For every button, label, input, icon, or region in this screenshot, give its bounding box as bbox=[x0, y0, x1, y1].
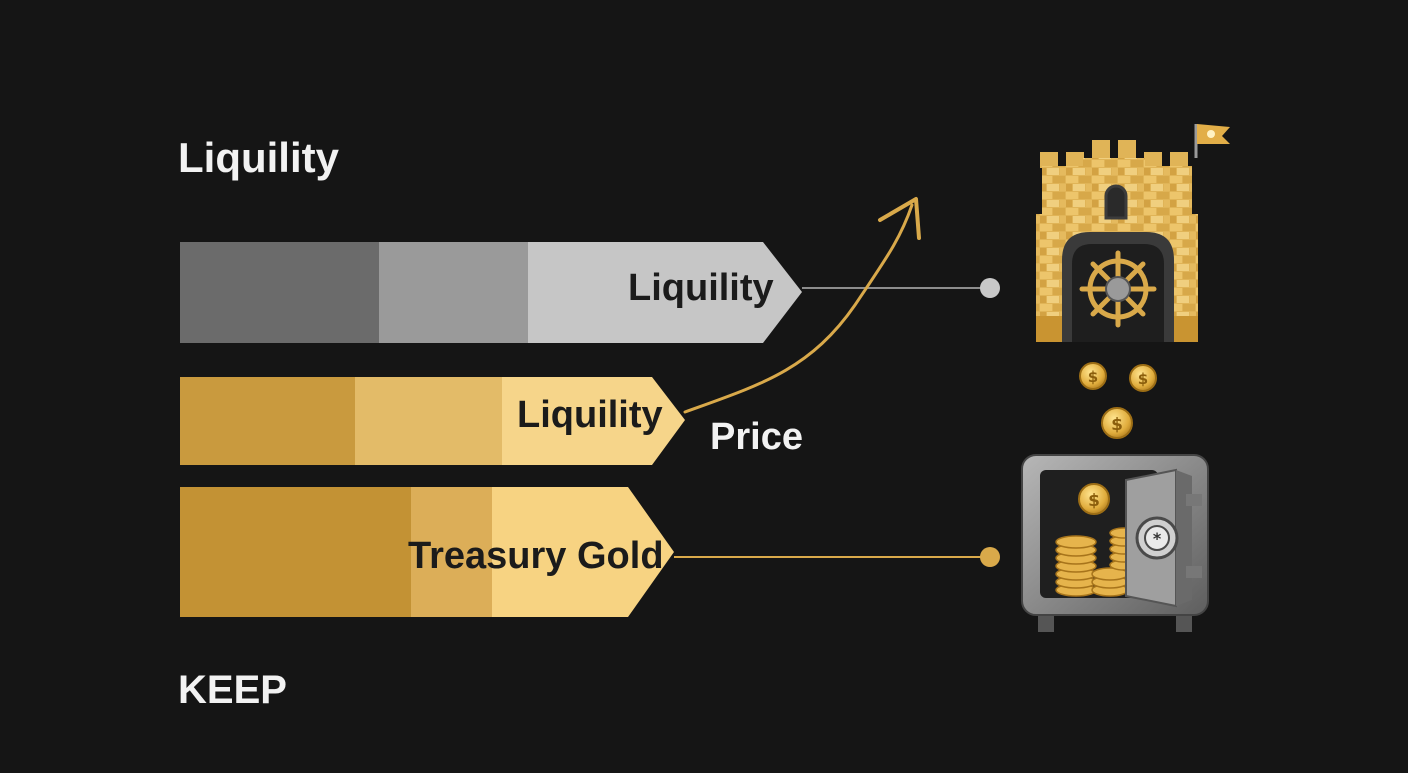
bar-1-mid bbox=[378, 242, 528, 343]
bar-2-tip bbox=[501, 377, 685, 465]
bar-3-label: Treasury Gold bbox=[408, 535, 664, 577]
svg-text:$: $ bbox=[1111, 415, 1123, 435]
svg-text:$: $ bbox=[1138, 370, 1148, 388]
bar-2-mid bbox=[354, 377, 502, 465]
gold-coin-icon: $ bbox=[1129, 364, 1157, 392]
gold-coin-icon: $ bbox=[1079, 362, 1107, 390]
price-label: Price bbox=[710, 416, 803, 458]
bar-3-tip bbox=[491, 487, 674, 617]
open-safe-icon: $ bbox=[1021, 454, 1209, 632]
heading-top: Liquility bbox=[178, 134, 339, 181]
svg-text:$: $ bbox=[1088, 491, 1100, 511]
bar-3-base bbox=[180, 487, 411, 617]
arrow-head bbox=[878, 197, 921, 240]
flag-icon bbox=[1194, 124, 1230, 158]
gold-coin-icon: $ bbox=[1078, 483, 1110, 515]
bar-3-mid bbox=[410, 487, 492, 617]
bar-1 bbox=[180, 242, 802, 343]
connector-gold-dot bbox=[980, 547, 1000, 567]
bar-1-label: Liquility bbox=[628, 267, 774, 309]
svg-text:$: $ bbox=[1088, 368, 1098, 386]
svg-text:*: * bbox=[1153, 529, 1162, 548]
castle-vault-icon bbox=[1036, 124, 1230, 342]
heading-bottom: KEEP bbox=[178, 668, 287, 712]
bar-2-label: Liquility bbox=[517, 394, 663, 436]
bar-2 bbox=[180, 377, 685, 465]
price-curve-arrow bbox=[683, 203, 914, 414]
connector-gray-dot bbox=[980, 278, 1000, 298]
bar-3 bbox=[180, 487, 674, 617]
bar-1-base bbox=[180, 242, 379, 343]
bar-1-tip bbox=[527, 242, 802, 343]
bar-2-base bbox=[180, 377, 355, 465]
gold-coin-icon: $ bbox=[1101, 407, 1133, 439]
